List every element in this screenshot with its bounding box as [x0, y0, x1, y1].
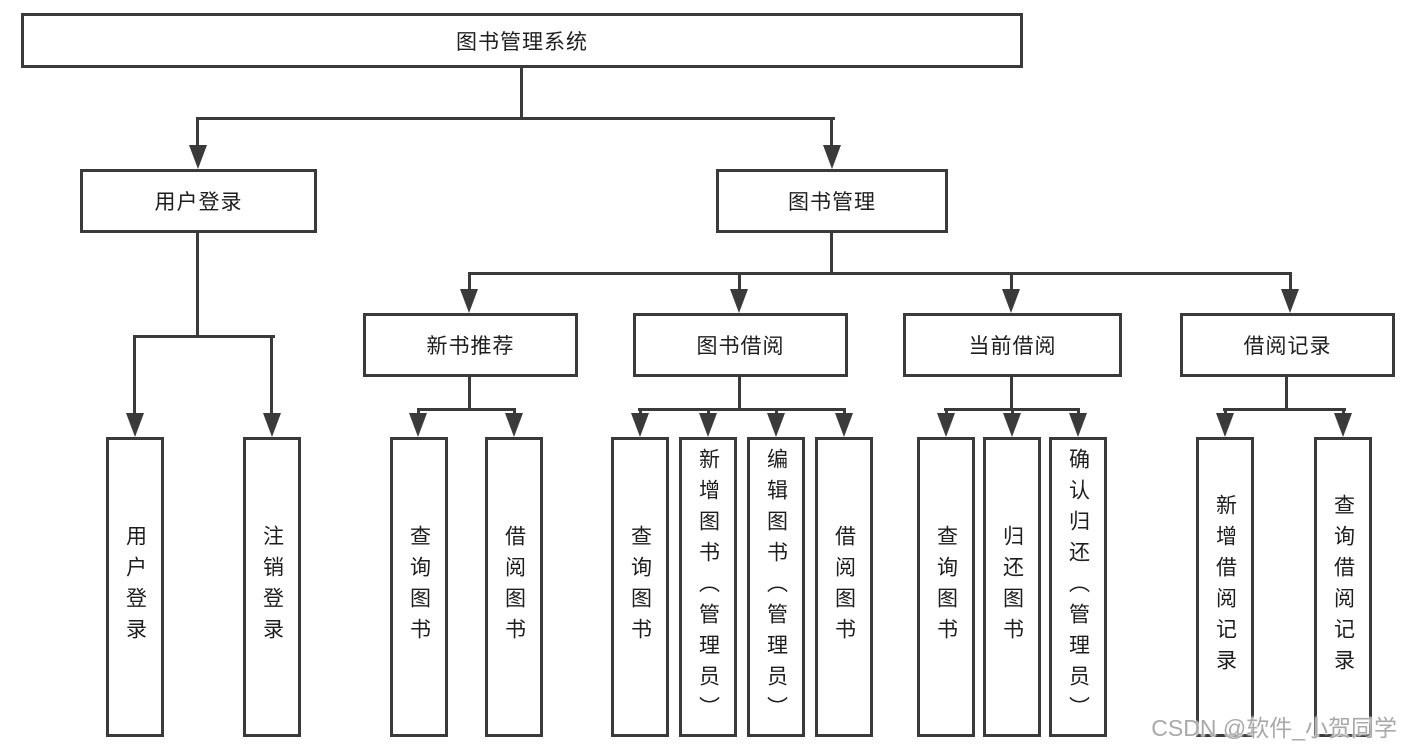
node-user-login: 用户登录 — [80, 169, 317, 233]
leaf-borrow-edit: 编辑图书（管理员） — [747, 437, 805, 737]
node-book-borrow: 图书借阅 — [633, 313, 848, 377]
leaf-borrow-add: 新增图书（管理员） — [679, 437, 737, 737]
arrow-down-icon — [631, 413, 649, 437]
arrow-down-icon — [1002, 289, 1020, 313]
arrow-down-icon — [1003, 413, 1021, 437]
arrow-down-icon — [263, 413, 281, 437]
leaf-borrow-add-label: 新增图书（管理员） — [696, 447, 720, 727]
connector-root-right-drop — [830, 117, 833, 149]
arrow-down-icon — [730, 289, 748, 313]
connector-book-bar — [468, 272, 1292, 275]
connector-user-bar — [133, 335, 275, 338]
arrow-down-icon — [1216, 413, 1234, 437]
connector-records-bar — [1223, 408, 1346, 411]
connector-records-stem — [1285, 377, 1288, 411]
connector-user-drop-2 — [270, 335, 273, 417]
arrow-down-icon — [699, 413, 717, 437]
leaf-current-query: 查询图书 — [917, 437, 975, 737]
arrow-down-icon — [1334, 413, 1352, 437]
arrow-down-icon — [1069, 413, 1087, 437]
leaf-newbooks-borrow-label: 借阅图书 — [502, 525, 526, 649]
connector-borrow-bar — [638, 408, 846, 411]
node-new-books-label: 新书推荐 — [426, 335, 515, 358]
leaf-records-query-label: 查询借阅记录 — [1331, 494, 1355, 680]
arrow-down-icon — [767, 413, 785, 437]
connector-user-drop-1 — [133, 335, 136, 417]
connector-user-stem — [196, 233, 199, 338]
leaf-records-query: 查询借阅记录 — [1314, 437, 1372, 737]
connector-book-drop-3 — [1010, 272, 1013, 293]
leaf-current-confirm-label: 确认归还（管理员） — [1066, 447, 1090, 727]
connector-root-stem — [520, 68, 523, 120]
arrow-down-icon — [835, 413, 853, 437]
arrow-down-icon — [126, 413, 144, 437]
node-borrow-records: 借阅记录 — [1180, 313, 1395, 377]
node-current-borrow-label: 当前借阅 — [968, 335, 1057, 358]
leaf-user-login-label: 用户登录 — [123, 525, 147, 649]
connector-book-stem — [830, 233, 833, 275]
leaf-user-login: 用户登录 — [106, 437, 164, 737]
connector-borrow-stem — [738, 377, 741, 411]
leaf-borrow-query-label: 查询图书 — [628, 525, 652, 649]
leaf-newbooks-query: 查询图书 — [390, 437, 448, 737]
arrow-down-icon — [409, 413, 427, 437]
node-book-mgmt-label: 图书管理 — [788, 191, 876, 214]
node-book-mgmt: 图书管理 — [716, 169, 948, 233]
leaf-records-add-label: 新增借阅记录 — [1213, 494, 1237, 680]
leaf-borrow-edit-label: 编辑图书（管理员） — [764, 447, 788, 727]
leaf-current-confirm: 确认归还（管理员） — [1049, 437, 1107, 737]
arrow-down-icon — [460, 289, 478, 313]
connector-current-stem — [1010, 377, 1013, 411]
node-borrow-records-label: 借阅记录 — [1243, 335, 1332, 358]
arrow-down-icon — [823, 145, 841, 169]
leaf-borrow-borrow: 借阅图书 — [815, 437, 873, 737]
leaf-records-add: 新增借阅记录 — [1196, 437, 1254, 737]
leaf-borrow-borrow-label: 借阅图书 — [832, 525, 856, 649]
node-new-books: 新书推荐 — [363, 313, 578, 377]
leaf-current-return-label: 归还图书 — [1000, 525, 1024, 649]
arrow-down-icon — [189, 145, 207, 169]
leaf-logout: 注销登录 — [243, 437, 301, 737]
node-root-label: 图书管理系统 — [456, 30, 588, 54]
connector-root-left-drop — [196, 117, 199, 149]
arrow-down-icon — [505, 413, 523, 437]
csdn-watermark: CSDN @软件_小贺同学 — [1151, 715, 1397, 741]
connector-book-drop-1 — [468, 272, 471, 293]
node-root: 图书管理系统 — [21, 13, 1023, 68]
node-current-borrow: 当前借阅 — [903, 313, 1122, 377]
leaf-newbooks-query-label: 查询图书 — [407, 525, 431, 649]
connector-new-stem — [468, 377, 471, 411]
leaf-borrow-query: 查询图书 — [611, 437, 669, 737]
node-user-login-label: 用户登录 — [154, 191, 243, 214]
leaf-newbooks-borrow: 借阅图书 — [485, 437, 543, 737]
leaf-current-return: 归还图书 — [983, 437, 1041, 737]
leaf-current-query-label: 查询图书 — [934, 525, 958, 649]
arrow-down-icon — [1281, 289, 1299, 313]
leaf-logout-label: 注销登录 — [260, 525, 284, 649]
connector-root-bar — [196, 117, 835, 120]
connector-book-drop-2 — [738, 272, 741, 293]
node-book-borrow-label: 图书借阅 — [696, 335, 785, 358]
connector-book-drop-4 — [1289, 272, 1292, 293]
connector-new-bar — [417, 408, 516, 411]
arrow-down-icon — [937, 413, 955, 437]
